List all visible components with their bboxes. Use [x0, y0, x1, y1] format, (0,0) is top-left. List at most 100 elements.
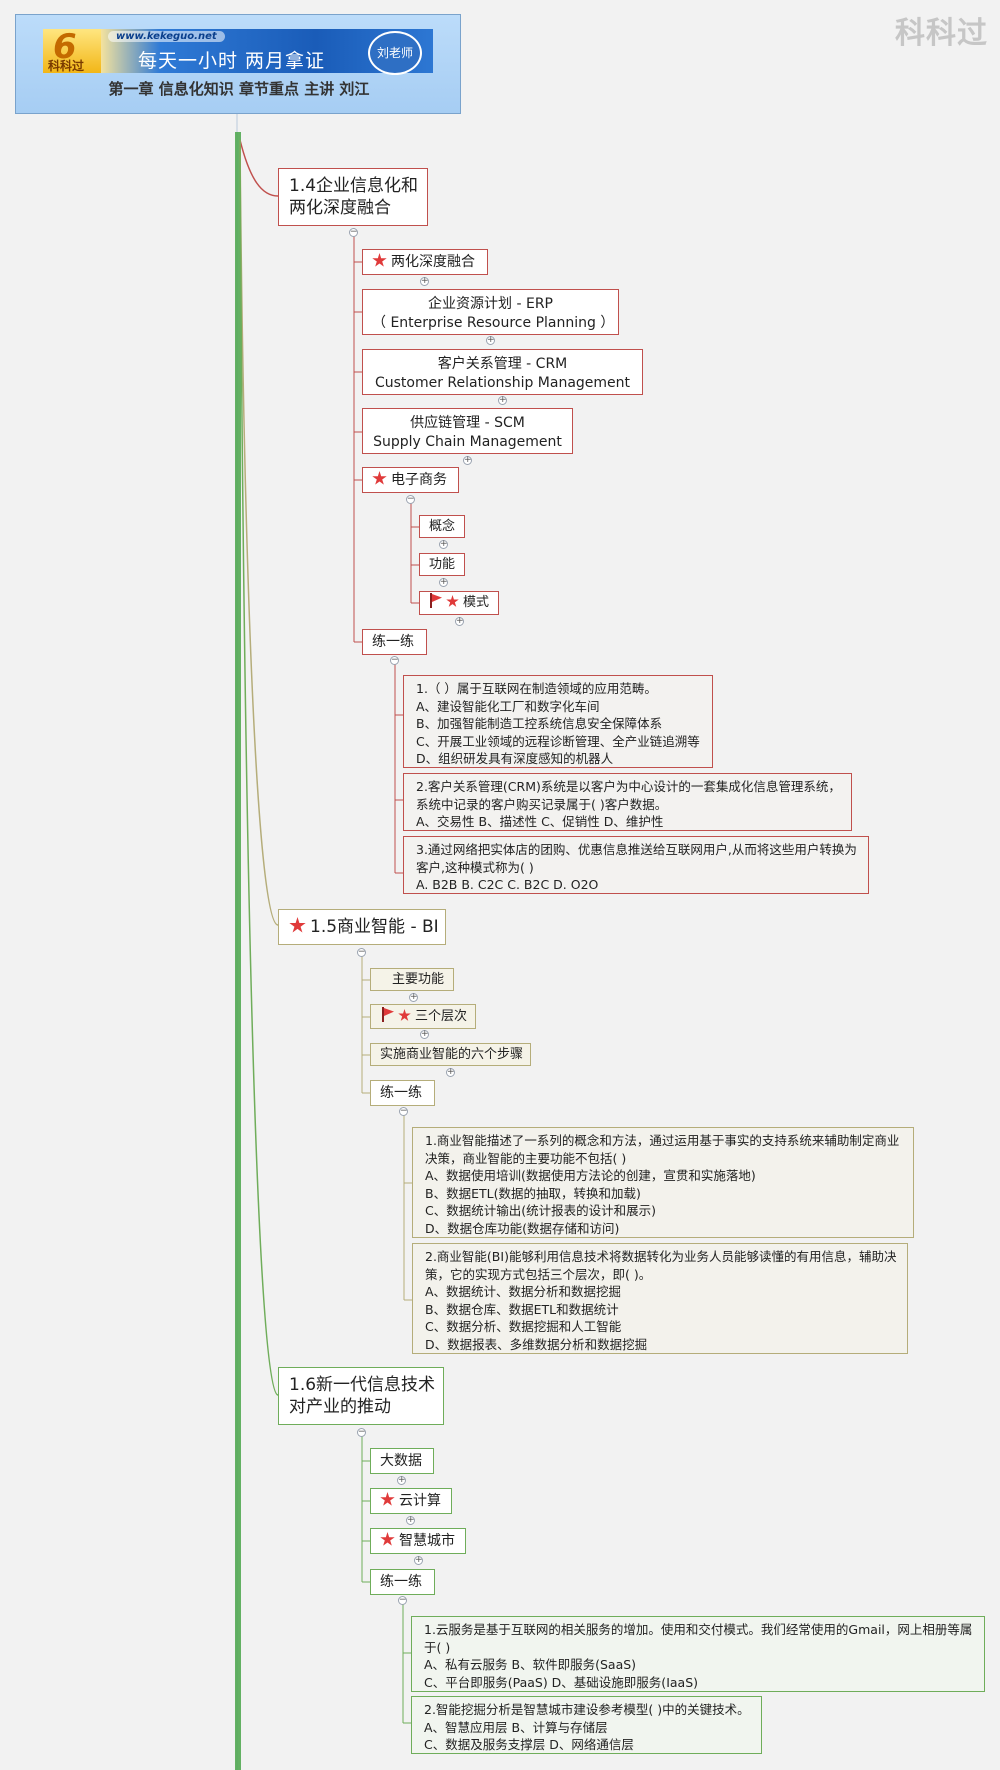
- flag-icon: [429, 593, 443, 608]
- collapse-toggle-icon[interactable]: −: [390, 655, 399, 665]
- banner: 6 科科过 www.kekeguo.net 每天一小时 两月拿证 刘老师 第一章…: [15, 14, 461, 114]
- node-smart-city[interactable]: 智慧城市: [370, 1528, 466, 1554]
- node-practice-1-6[interactable]: 练一练: [370, 1569, 435, 1595]
- node-bi-six-steps[interactable]: 实施商业智能的六个步骤: [370, 1043, 531, 1066]
- q-line: A、智慧应用层 B、计算与存储层: [424, 1719, 608, 1735]
- topic-1-4-line-1: 1.4企业信息化和: [289, 176, 419, 196]
- star-icon: [289, 917, 306, 933]
- expand-toggle-icon[interactable]: +: [439, 577, 448, 587]
- expand-toggle-icon[interactable]: +: [406, 1515, 415, 1525]
- q-line: 2.智能挖掘分析是智慧城市建设参考模型( )中的关键技术。: [424, 1702, 750, 1717]
- q-line: A、建设智能化工厂和数字化车间: [416, 698, 600, 714]
- q-line: 策，它的实现方式包括三个层次，即( )。: [425, 1266, 652, 1282]
- node-practice-1-5[interactable]: 练一练: [370, 1080, 435, 1106]
- collapse-toggle-icon[interactable]: −: [357, 947, 366, 957]
- node-concept-label: 概念: [429, 519, 456, 534]
- node-big-data[interactable]: 大数据: [370, 1448, 434, 1474]
- q-line: B、数据仓库、数据ETL和数据统计: [425, 1301, 619, 1317]
- node-cloud-computing[interactable]: 云计算: [370, 1488, 452, 1514]
- topic-1-6[interactable]: 1.6新一代信息技术 对产业的推动: [278, 1367, 444, 1425]
- star-icon: [372, 253, 387, 267]
- q-line: 1.（ ）属于互联网在制造领域的应用范畴。: [416, 681, 657, 696]
- node-scm[interactable]: 供应链管理 - SCM Supply Chain Management: [362, 408, 573, 454]
- node-ecommerce[interactable]: 电子商务: [362, 467, 459, 493]
- node-bi-six-steps-label: 实施商业智能的六个步骤: [380, 1047, 524, 1062]
- q-line: C、开展工业领域的远程诊断管理、全产业链追溯等: [416, 733, 700, 749]
- collapse-toggle-icon[interactable]: −: [357, 1427, 366, 1437]
- expand-toggle-icon[interactable]: +: [397, 1475, 406, 1485]
- topic-1-6-line-1: 1.6新一代信息技术: [289, 1375, 436, 1395]
- node-mode[interactable]: 模式: [419, 591, 499, 615]
- topic-1-5-label: 1.5商业智能 - BI: [310, 917, 439, 937]
- node-function[interactable]: 功能: [419, 553, 465, 576]
- question-1-4-3: 3.通过网络把实体店的团购、优惠信息推送给互联网用户,从而将这些用户转换为 客户…: [403, 836, 869, 894]
- node-smart-city-label: 智慧城市: [399, 1533, 455, 1549]
- question-1-4-2: 2.客户关系管理(CRM)系统是以客户为中心设计的一套集成化信息管理系统， 系统…: [403, 773, 852, 831]
- node-practice-1-4-label: 练一练: [372, 634, 414, 650]
- q-line: A、私有云服务 B、软件即服务(SaaS): [424, 1657, 637, 1672]
- star-icon: [446, 595, 459, 607]
- q-line: C、平台即服务(PaaS) D、基础设施即服务(IaaS): [424, 1674, 699, 1690]
- node-two-integration-label: 两化深度融合: [391, 254, 475, 270]
- node-function-label: 功能: [429, 557, 456, 572]
- expand-toggle-icon[interactable]: +: [414, 1555, 423, 1565]
- topic-1-4[interactable]: 1.4企业信息化和 两化深度融合: [278, 168, 428, 226]
- node-crm-line-1: 客户关系管理 - CRM: [437, 356, 568, 372]
- q-line: 于( ): [424, 1639, 451, 1655]
- collapse-toggle-icon[interactable]: −: [406, 494, 415, 504]
- watermark-text: 科科过: [895, 16, 988, 51]
- node-crm[interactable]: 客户关系管理 - CRM Customer Relationship Manag…: [362, 349, 643, 395]
- expand-toggle-icon[interactable]: +: [409, 992, 418, 1002]
- node-bi-three-levels[interactable]: 三个层次: [370, 1004, 476, 1029]
- node-crm-line-2: Customer Relationship Management: [374, 375, 631, 391]
- collapse-toggle-icon[interactable]: −: [398, 1595, 407, 1605]
- node-erp-line-2: （ Enterprise Resource Planning ）: [372, 315, 615, 331]
- node-erp-line-1: 企业资源计划 - ERP: [428, 296, 553, 312]
- q-line: 1.云服务是基于互联网的相关服务的增加。使用和交付模式。我们经常使用的Gmail…: [424, 1622, 973, 1637]
- banner-strip: 6 科科过 www.kekeguo.net 每天一小时 两月拿证 刘老师: [43, 27, 433, 75]
- star-icon: [380, 1492, 395, 1506]
- topic-1-5[interactable]: 1.5商业智能 - BI: [278, 909, 446, 945]
- q-line: 1.商业智能描述了一系列的概念和方法，通过运用基于事实的支持系统来辅助制定商业: [425, 1133, 900, 1148]
- q-line: 决策，商业智能的主要功能不包括( ): [425, 1150, 627, 1166]
- node-ecommerce-label: 电子商务: [391, 472, 447, 488]
- expand-toggle-icon[interactable]: +: [420, 1029, 429, 1039]
- q-line: C、数据统计输出(统计报表的设计和展示): [425, 1203, 656, 1218]
- expand-toggle-icon[interactable]: +: [446, 1067, 455, 1077]
- q-line: A. B2B B. C2C C. B2C D. O2O: [416, 877, 599, 892]
- node-practice-1-4[interactable]: 练一练: [362, 629, 427, 655]
- node-big-data-label: 大数据: [380, 1453, 422, 1469]
- expand-toggle-icon[interactable]: +: [455, 616, 464, 626]
- logo-mark-icon: 6: [53, 27, 77, 67]
- expand-toggle-icon[interactable]: +: [486, 335, 495, 345]
- node-bi-main-functions[interactable]: 主要功能: [370, 968, 454, 991]
- flag-icon: [381, 1007, 395, 1022]
- q-line: A、数据统计、数据分析和数据挖掘: [425, 1284, 622, 1299]
- question-1-4-1: 1.（ ）属于互联网在制造领域的应用范畴。 A、建设智能化工厂和数字化车间 B、…: [403, 675, 713, 768]
- topic-1-6-line-2: 对产业的推动: [289, 1397, 391, 1417]
- expand-toggle-icon[interactable]: +: [420, 276, 429, 286]
- page-title: 第一章 信息化知识 章节重点 主讲 刘江: [108, 80, 370, 98]
- teacher-badge: 刘老师: [368, 31, 422, 75]
- collapse-toggle-icon[interactable]: −: [399, 1106, 408, 1116]
- q-line: B、数据ETL(数据的抽取，转换和加载): [425, 1185, 641, 1201]
- topic-1-4-line-2: 两化深度融合: [289, 198, 391, 218]
- expand-toggle-icon[interactable]: +: [439, 539, 448, 549]
- node-concept[interactable]: 概念: [419, 515, 465, 538]
- q-line: D、数据仓库功能(数据存储和访问): [425, 1220, 620, 1236]
- star-icon: [372, 471, 387, 485]
- question-1-5-1: 1.商业智能描述了一系列的概念和方法，通过运用基于事实的支持系统来辅助制定商业 …: [412, 1127, 914, 1238]
- question-1-5-2: 2.商业智能(BI)能够利用信息技术将数据转化为业务人员能够读懂的有用信息，辅助…: [412, 1243, 908, 1354]
- expand-toggle-icon[interactable]: +: [498, 395, 507, 405]
- site-url: www.kekeguo.net: [108, 31, 225, 42]
- node-practice-1-5-label: 练一练: [380, 1085, 422, 1101]
- q-line: A、交易性 B、描述性 C、促销性 D、维护性: [416, 814, 664, 829]
- node-two-integration[interactable]: 两化深度融合: [362, 249, 488, 275]
- node-cloud-computing-label: 云计算: [399, 1493, 441, 1509]
- node-erp[interactable]: 企业资源计划 - ERP （ Enterprise Resource Plann…: [362, 289, 619, 335]
- banner-slogan: 每天一小时 两月拿证: [138, 50, 326, 72]
- expand-toggle-icon[interactable]: +: [463, 455, 472, 465]
- q-line: 3.通过网络把实体店的团购、优惠信息推送给互联网用户,从而将这些用户转换为: [416, 842, 857, 857]
- collapse-toggle-icon[interactable]: −: [349, 227, 358, 237]
